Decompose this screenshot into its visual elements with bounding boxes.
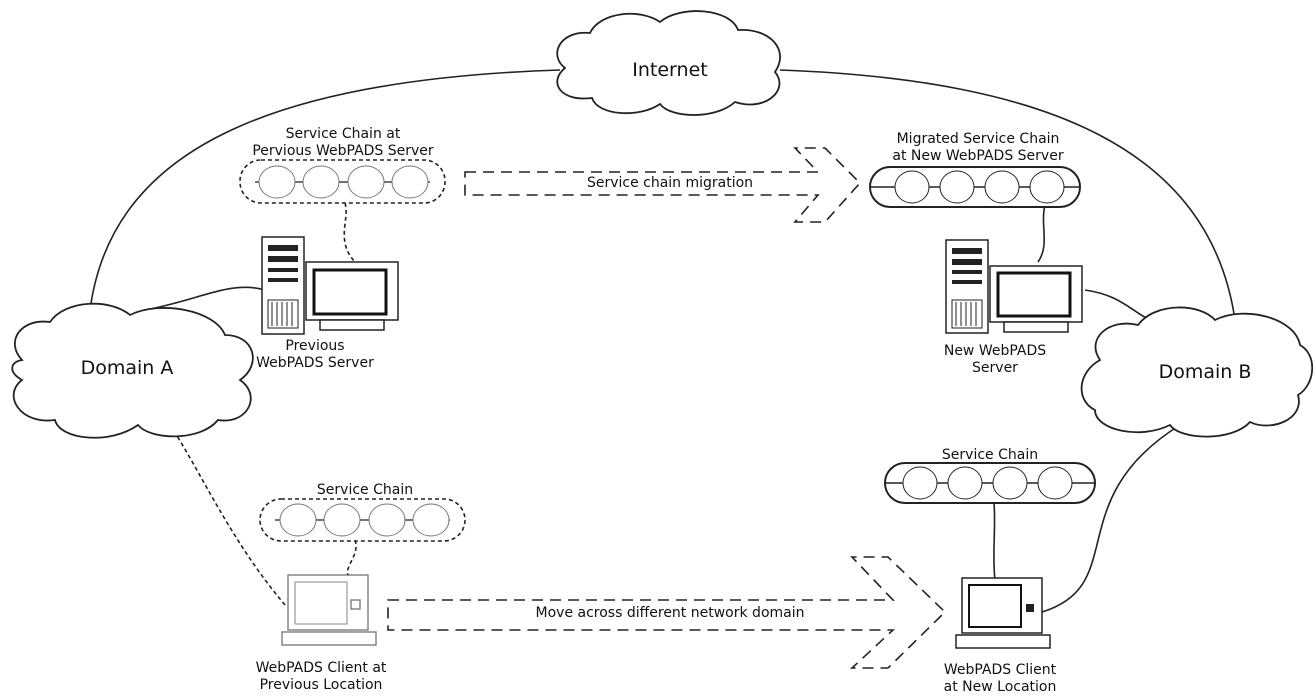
service-node <box>279 503 317 537</box>
service-node <box>391 165 429 199</box>
service-node <box>947 466 983 500</box>
link-internet-domain-b <box>779 69 1236 321</box>
new-client-laptop <box>955 577 1051 649</box>
link-domain-b-new-client <box>1041 424 1181 613</box>
previous-client-laptop <box>281 574 377 646</box>
service-node <box>1037 466 1073 500</box>
service-node <box>412 503 450 537</box>
new-client-label: WebPADS Client at New Location <box>943 662 1057 695</box>
link-new-chain-new-server <box>1037 204 1046 263</box>
link-prev-chain-prev-server <box>343 202 356 263</box>
service-node <box>902 466 938 500</box>
service-node <box>368 503 406 537</box>
link-domain-a-internet <box>89 69 561 311</box>
link-domain-a-prev-client <box>169 424 286 606</box>
previous-server-label: Previous WebPADS Server <box>256 338 374 371</box>
service-node <box>302 165 340 199</box>
service-node <box>992 466 1028 500</box>
internet-label: Internet <box>632 59 708 81</box>
domain-a-label: Domain A <box>80 357 174 379</box>
service-node <box>894 170 930 204</box>
move-arrow <box>387 556 947 669</box>
migration-arrow <box>464 147 862 223</box>
link-domain-a-prev-server <box>144 286 266 311</box>
service-chain-previous-server <box>239 159 446 204</box>
service-chain-new-server-label: Migrated Service Chain at New WebPADS Se… <box>892 131 1064 164</box>
service-node <box>323 503 361 537</box>
service-chain-new-client-label: Service Chain <box>941 447 1039 463</box>
service-node <box>984 170 1020 204</box>
link-prev-client-chain <box>346 539 357 576</box>
previous-server-computer <box>261 236 399 335</box>
service-chain-previous-client <box>259 498 466 542</box>
new-server-label: New WebPADS Server <box>943 343 1047 376</box>
migration-arrow-label: Service chain migration <box>586 175 754 191</box>
domain-b-cloud <box>1080 306 1314 438</box>
link-new-client-chain <box>993 501 996 581</box>
domain-b-label: Domain B <box>1158 361 1252 383</box>
service-chain-new-server <box>869 166 1081 208</box>
domain-a-cloud <box>11 302 254 439</box>
service-node <box>1029 170 1065 204</box>
move-arrow-label: Move across different network domain <box>535 605 805 621</box>
previous-client-label: WebPADS Client at Previous Location <box>255 660 387 693</box>
internet-cloud <box>556 10 781 116</box>
service-chain-new-client <box>884 462 1096 504</box>
service-chain-previous-client-label: Service Chain <box>316 482 414 498</box>
new-server-computer <box>945 239 1083 334</box>
link-new-server-domain-b <box>1084 289 1151 321</box>
service-chain-previous-server-label: Service Chain at Pervious WebPADS Server <box>252 126 434 159</box>
service-node <box>939 170 975 204</box>
service-node <box>347 165 385 199</box>
service-node <box>258 165 296 199</box>
